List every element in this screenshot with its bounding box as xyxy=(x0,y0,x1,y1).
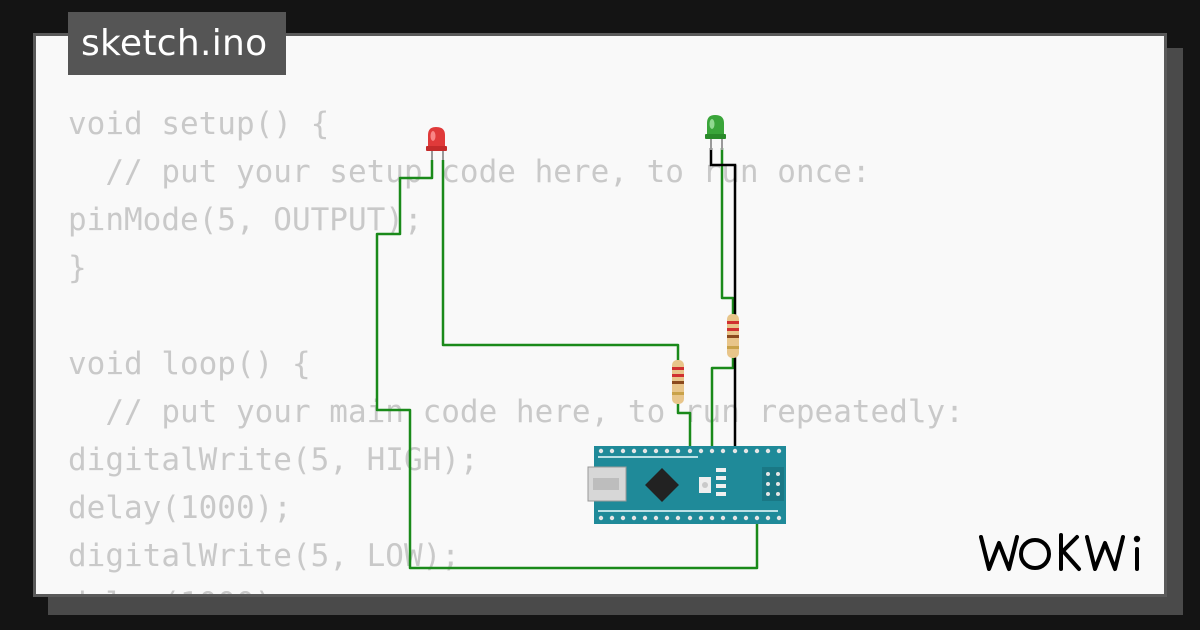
code-line: // put your main code here, to run repea… xyxy=(68,394,964,430)
code-line: pinMode(5, OUTPUT); xyxy=(68,202,423,238)
code-line: void setup() { xyxy=(68,106,330,142)
code-line: } xyxy=(68,250,87,286)
wire-red-led-to-gnd xyxy=(375,160,759,570)
resistor-green-led[interactable] xyxy=(727,314,739,358)
resistor-red-led[interactable] xyxy=(672,360,684,404)
code-line: // put your setup code here, to run once… xyxy=(68,154,871,190)
wire-green-led-to-resistor xyxy=(720,148,735,316)
wokwi-logo xyxy=(979,533,1141,571)
frame-bottom-edge xyxy=(36,594,1167,597)
red-led[interactable] xyxy=(426,127,447,160)
frame-shadow-bottom-overlay xyxy=(48,597,1183,615)
code-line: void loop() { xyxy=(68,346,311,382)
sketch-file-tab[interactable]: sketch.ino xyxy=(68,12,286,75)
wire-green-led-to-gnd xyxy=(709,148,737,450)
arduino-nano-board[interactable] xyxy=(587,446,786,524)
green-led[interactable] xyxy=(705,115,726,150)
wire-red-led-to-resistor xyxy=(441,160,680,362)
code-line: digitalWrite(5, HIGH); xyxy=(68,442,479,478)
code-line: delay(1000); xyxy=(68,490,292,526)
code-editor[interactable]: void setup() { // put your setup code he… xyxy=(68,100,964,628)
frame-shadow-right xyxy=(1167,48,1183,615)
wire-resistor-to-d3 xyxy=(710,356,735,450)
wire-resistor-to-d5 xyxy=(676,402,692,450)
